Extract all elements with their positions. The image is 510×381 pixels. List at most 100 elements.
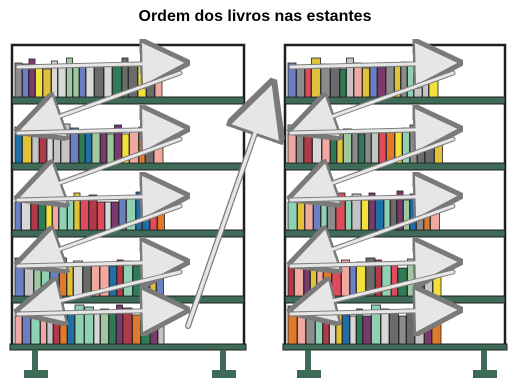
book: [330, 133, 337, 164]
arrow-right-inner: [16, 127, 176, 135]
book: [331, 264, 342, 297]
book: [35, 65, 43, 98]
arrow-right-inner: [16, 308, 176, 316]
book: [66, 263, 74, 297]
book: [375, 259, 382, 297]
reading-arrow: [291, 129, 453, 196]
book: [365, 257, 376, 297]
arrow-right-inner: [16, 194, 176, 202]
book: [383, 196, 391, 231]
book: [310, 264, 317, 297]
book: [330, 64, 340, 98]
book: [73, 192, 81, 231]
book: [294, 267, 304, 297]
book: [58, 200, 68, 231]
book: [358, 133, 365, 164]
shelf-board: [11, 96, 245, 105]
book: [368, 192, 376, 231]
book: [97, 201, 105, 231]
book: [336, 131, 344, 164]
bookcase-leg: [481, 350, 487, 372]
arrow-right-inner: [16, 260, 176, 268]
book: [78, 131, 86, 164]
diagram-title: Ordem dos livros nas estantes: [138, 8, 372, 25]
book: [30, 314, 41, 345]
book: [106, 133, 115, 164]
arrow-right-inner: [289, 308, 449, 316]
reading-arrow: [291, 196, 453, 262]
book: [389, 309, 399, 345]
book: [362, 67, 370, 98]
book: [104, 201, 112, 231]
book: [304, 198, 314, 231]
shelf-board: [11, 229, 245, 238]
book: [349, 315, 357, 345]
book: [351, 193, 362, 231]
book: [14, 315, 23, 345]
book: [57, 63, 67, 98]
book: [391, 264, 398, 297]
book: [74, 304, 85, 345]
book: [150, 309, 158, 345]
arrow-right-inner: [289, 61, 449, 69]
book: [320, 63, 331, 98]
book: [121, 133, 130, 164]
book: [137, 64, 147, 98]
book: [40, 311, 47, 345]
book: [305, 304, 316, 345]
book: [378, 128, 387, 164]
book: [329, 314, 336, 345]
book: [79, 63, 86, 98]
book: [85, 65, 95, 98]
book: [52, 200, 59, 231]
shelf-board: [11, 162, 245, 171]
book: [316, 262, 324, 297]
book: [345, 198, 352, 231]
arrow-return-inner: [28, 71, 182, 129]
book: [287, 265, 295, 297]
book: [353, 62, 363, 98]
shelf-board: [284, 295, 506, 304]
book: [14, 201, 22, 231]
book: [375, 197, 384, 231]
book: [296, 64, 305, 98]
arrow-to-next-case-inner: [186, 94, 270, 328]
book: [132, 314, 141, 345]
shelf-board: [284, 96, 506, 105]
book: [22, 131, 32, 164]
book: [42, 68, 52, 98]
book: [85, 130, 92, 164]
book: [59, 313, 68, 345]
arrow-return-inner: [301, 270, 455, 310]
book: [396, 190, 404, 231]
book: [140, 308, 151, 345]
book: [116, 259, 124, 297]
book: [364, 131, 372, 164]
book: [335, 312, 343, 345]
book: [38, 201, 46, 231]
book: [351, 130, 359, 164]
reading-arrow: [291, 262, 453, 310]
book: [122, 307, 133, 345]
book: [67, 196, 74, 231]
arrow-return-inner: [28, 270, 182, 310]
shelf-board: [9, 343, 247, 351]
book: [287, 201, 298, 231]
reading-arrow: [288, 308, 453, 316]
book: [91, 131, 101, 164]
bookcase-foot: [24, 370, 48, 378]
arrow-return-inner: [301, 137, 455, 196]
book: [377, 66, 386, 98]
book: [356, 261, 366, 297]
arrow-right-inner: [289, 260, 449, 268]
book: [88, 194, 98, 231]
reading-arrow: [18, 196, 180, 262]
book: [123, 260, 133, 297]
book: [70, 127, 79, 164]
bookcase-leg: [220, 350, 226, 372]
book: [94, 63, 104, 98]
book: [72, 63, 80, 98]
book: [100, 308, 109, 345]
book: [424, 308, 432, 345]
